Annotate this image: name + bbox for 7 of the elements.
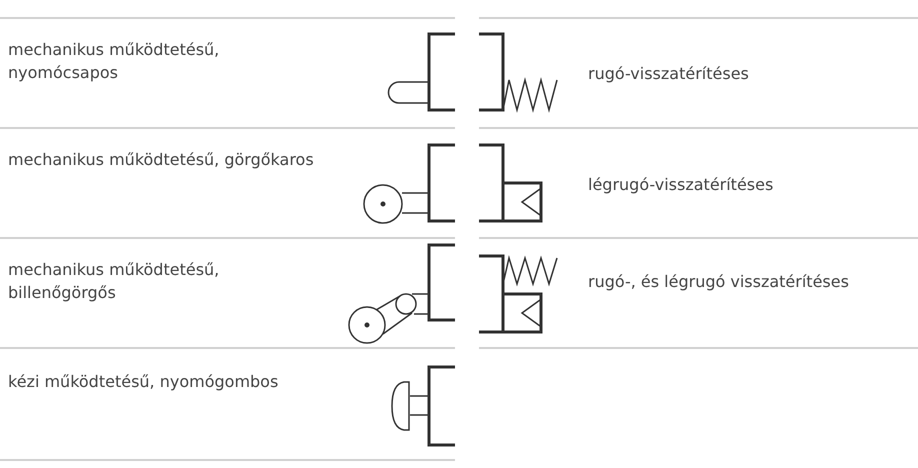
symbol-description: mechanikus működtetésű, görgőkaros xyxy=(8,149,315,171)
symbol-description: rugó-, és légrugó visszatérítéses xyxy=(588,271,850,293)
symbol-description: rugó-visszatérítéses xyxy=(588,63,750,85)
symbol-description: mechanikus működtetésű, billenőgörgős xyxy=(8,259,220,304)
symbol-description: légrugó-visszatérítéses xyxy=(588,174,774,196)
symbol-description: kézi működtetésű, nyomógombos xyxy=(8,371,280,393)
symbol-description: mechanikus működtetésű, nyomócsapos xyxy=(8,39,220,84)
